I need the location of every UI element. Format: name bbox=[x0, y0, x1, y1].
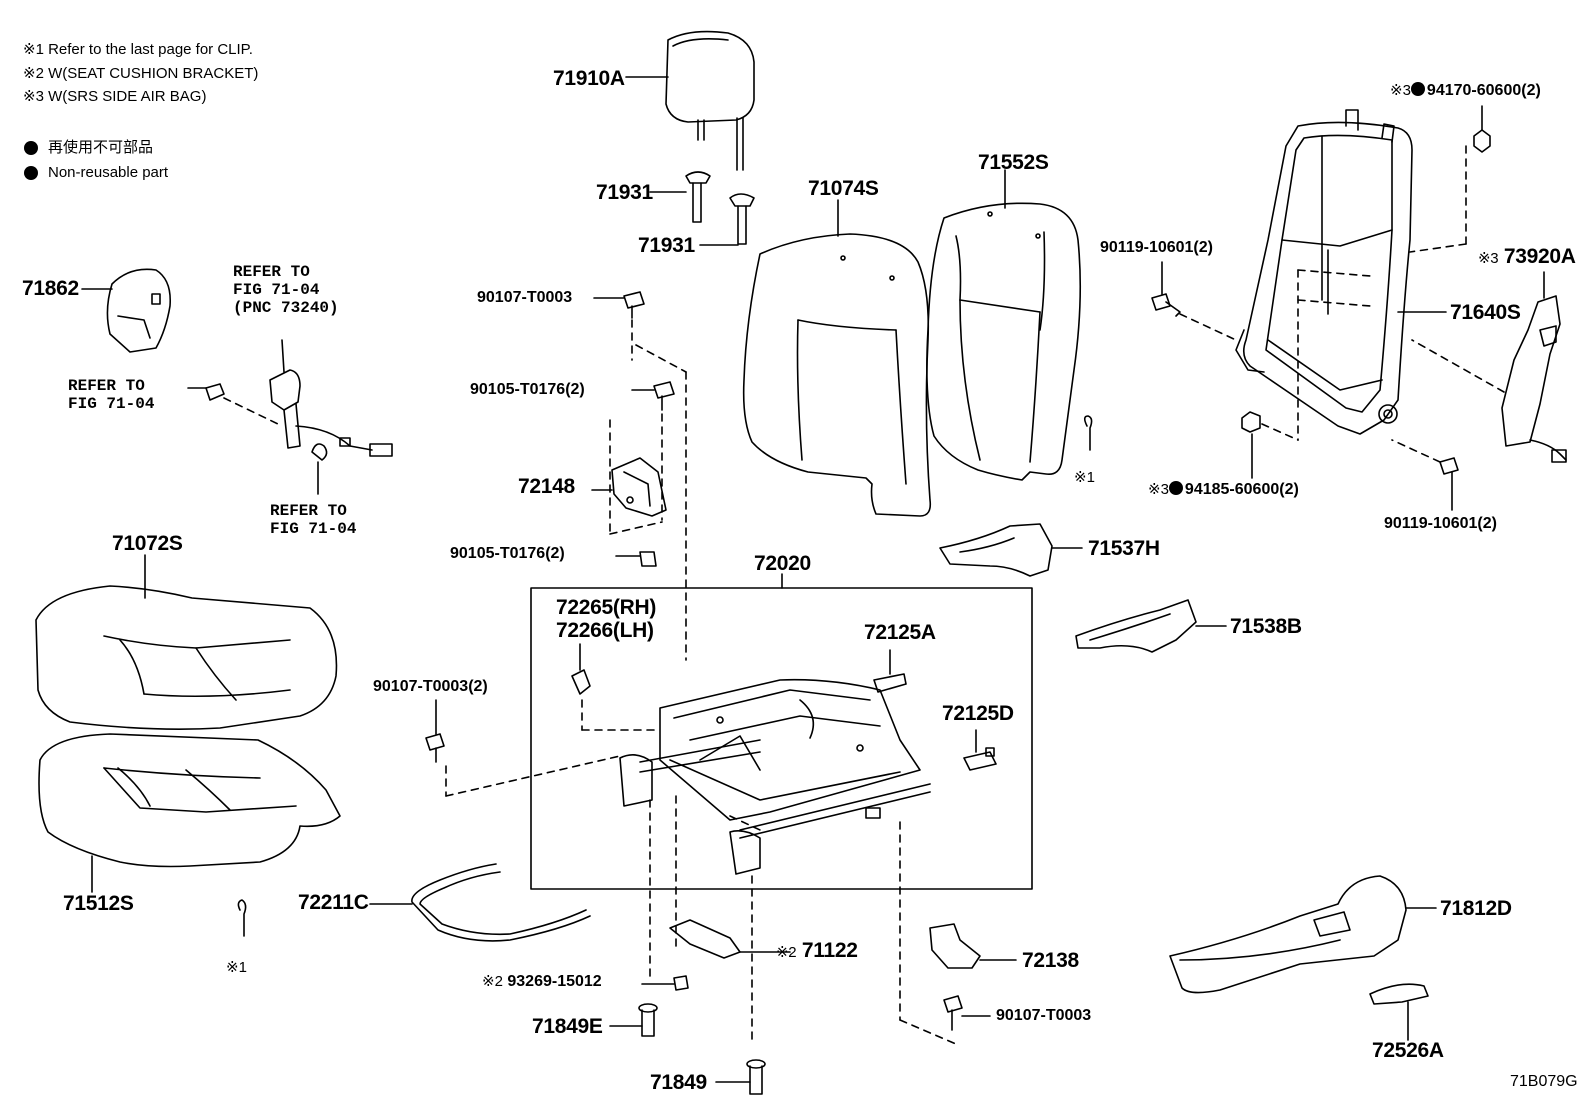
part-label-71931: 71931 bbox=[638, 234, 695, 257]
part-label-71849: 71849 bbox=[650, 1071, 707, 1094]
side-airbag-part bbox=[1411, 271, 1567, 463]
clip-part bbox=[571, 669, 591, 695]
legend-japanese: 再使用不可部品 bbox=[48, 139, 154, 156]
wire-harness-part bbox=[411, 863, 591, 942]
legend-english: Non-reusable part bbox=[48, 164, 169, 181]
bolt-part bbox=[593, 291, 687, 661]
mark-3: ※3 bbox=[1148, 481, 1169, 498]
part-label-72125A: 72125A bbox=[864, 621, 936, 644]
clip-part bbox=[1083, 415, 1093, 451]
shield-part bbox=[939, 523, 1083, 577]
cushion-bracket-part bbox=[669, 919, 791, 959]
legend-dot-icon bbox=[24, 166, 38, 180]
part-label-72266: 72266(LH) bbox=[556, 619, 654, 642]
pin-part bbox=[715, 1059, 766, 1095]
part-label-71812D: 71812D bbox=[1440, 897, 1512, 920]
seatback-frame-part bbox=[1235, 109, 1447, 441]
part-label-71512S: 71512S bbox=[63, 892, 134, 915]
refer-to-bolt: REFER TO FIG 71-04 bbox=[68, 377, 155, 413]
non-reusable-dot-icon bbox=[1410, 82, 1425, 96]
stopper-part bbox=[873, 649, 907, 693]
part-label-71640S: 71640S bbox=[1450, 301, 1521, 324]
part-label-71122: ※2 71122 bbox=[776, 939, 858, 962]
part-label-71931: 71931 bbox=[596, 181, 653, 204]
bolt-part bbox=[187, 383, 279, 425]
bolt-part bbox=[1391, 439, 1459, 511]
part-label-71849E: 71849E bbox=[532, 1015, 603, 1038]
seatback-cover-part bbox=[742, 199, 932, 517]
mark-2: ※2 bbox=[482, 973, 503, 990]
note-clip: ※1 Refer to the last page for CLIP. bbox=[23, 41, 253, 58]
part-label-71537H: 71537H bbox=[1088, 537, 1160, 560]
part-label-71538B: 71538B bbox=[1230, 615, 1302, 638]
figure-code: 71B079G bbox=[1510, 1073, 1578, 1090]
part-label-90119-10601: 90119-10601(2) bbox=[1100, 239, 1213, 256]
part-label-72211C: 72211C bbox=[298, 891, 369, 914]
refer-to-buckle: REFER TO FIG 71-04 (PNC 73240) bbox=[233, 263, 339, 317]
part-label-73920A: ※3 73920A bbox=[1478, 245, 1576, 268]
cushion-shield-part bbox=[1169, 875, 1437, 994]
note-seat-cushion-bracket: ※2 W(SEAT CUSHION BRACKET) bbox=[23, 65, 259, 82]
part-label-90107-T0003: 90107-T0003 bbox=[477, 289, 573, 306]
seat-adjuster-part bbox=[619, 678, 931, 875]
mark-3: ※3 bbox=[1390, 82, 1411, 99]
pin-part bbox=[609, 1003, 658, 1037]
headrest-guide-part bbox=[649, 171, 755, 246]
part-label-71910A: 71910A bbox=[553, 67, 625, 90]
bolt-part bbox=[1151, 261, 1237, 341]
bolt-part bbox=[943, 995, 963, 1013]
bolt-part bbox=[673, 975, 689, 991]
mark-2: ※2 bbox=[776, 944, 797, 961]
mark-1: ※1 bbox=[226, 959, 247, 976]
bracket-part bbox=[591, 419, 667, 535]
part-label-90105-T0176: 90105-T0176(2) bbox=[470, 381, 585, 398]
part-label-71072S: 71072S bbox=[112, 532, 183, 555]
part-label-90107-T0003: 90107-T0003 bbox=[996, 1007, 1092, 1024]
bolt-part bbox=[631, 381, 675, 521]
seat-cushion-cover-part bbox=[35, 554, 338, 730]
part-label-72138: 72138 bbox=[1022, 949, 1079, 972]
seatbelt-buckle-part bbox=[269, 339, 393, 457]
mark-1: ※1 bbox=[1074, 469, 1095, 486]
clip-part bbox=[237, 899, 247, 937]
legend-dot-icon bbox=[24, 141, 38, 155]
non-reusable-dot-icon bbox=[1168, 481, 1183, 495]
part-label-71862: 71862 bbox=[22, 277, 79, 300]
part-label-71552S: 71552S bbox=[978, 151, 1049, 174]
headrest-part bbox=[625, 30, 755, 171]
note-srs-side-airbag: ※3 W(SRS SIDE AIR BAG) bbox=[23, 88, 207, 105]
part-label-72265: 72265(RH) bbox=[556, 596, 657, 619]
bolt-part bbox=[615, 551, 657, 567]
cover-part bbox=[929, 923, 1017, 969]
part-label-72125D: 72125D bbox=[942, 702, 1014, 725]
seatback-pad-part bbox=[926, 169, 1082, 481]
shield-part bbox=[1075, 599, 1227, 653]
stopper-part bbox=[963, 729, 997, 771]
part-label-93269-15012: ※2 93269-15012 bbox=[482, 973, 602, 990]
part-label-90119-10601: 90119-10601(2) bbox=[1384, 515, 1497, 532]
part-label-90107-T0003-2: 90107-T0003(2) bbox=[373, 678, 488, 695]
part-label-90105-T0176: 90105-T0176(2) bbox=[450, 545, 565, 562]
mark-3: ※3 bbox=[1478, 250, 1499, 267]
part-label-72526A: 72526A bbox=[1372, 1039, 1444, 1062]
part-label-71074S: 71074S bbox=[808, 177, 879, 200]
nut-part bbox=[311, 443, 328, 461]
nut-part bbox=[1241, 411, 1261, 433]
seat-cushion-pad-part bbox=[38, 733, 341, 893]
refer-to-nut: REFER TO FIG 71-04 bbox=[270, 502, 357, 538]
part-label-72148: 72148 bbox=[518, 475, 575, 498]
part-label-72020: 72020 bbox=[754, 552, 811, 575]
bolt-part bbox=[425, 699, 445, 763]
nut-part bbox=[1473, 129, 1491, 153]
side-cover-part bbox=[81, 268, 172, 353]
cover-part bbox=[1369, 983, 1429, 1041]
